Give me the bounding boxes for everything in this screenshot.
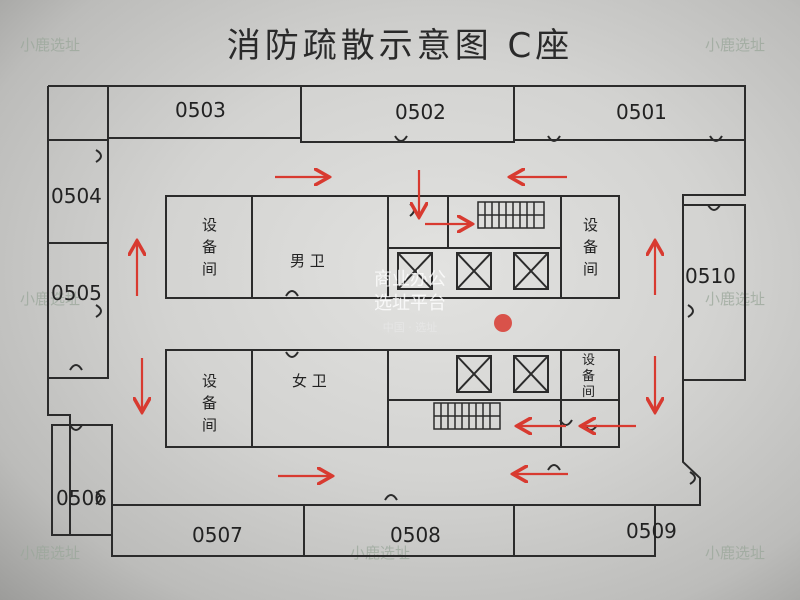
equipment-room-char: 间 (202, 416, 217, 434)
door-icon (95, 491, 102, 505)
equipment-room-char: 备 (202, 394, 217, 412)
room-label-0505: 0505 (51, 281, 102, 305)
page-title: 消防疏散示意图 C座 (226, 26, 574, 66)
watermark-top-left: 小鹿选址 (20, 36, 81, 54)
equipment-room-char: 设 (202, 372, 217, 390)
watermark-bottom-left: 小鹿选址 (20, 544, 81, 562)
door-icon (687, 304, 694, 318)
door-icon (69, 364, 83, 371)
room-label-0507: 0507 (192, 523, 243, 547)
elevator-4 (456, 355, 492, 393)
door-icon (707, 204, 721, 211)
equipment-room-char: 间 (582, 385, 595, 400)
door-icon (409, 203, 415, 217)
door-icon (69, 424, 83, 431)
watermark-mid-right: 小鹿选址 (705, 290, 766, 308)
womens-restroom-label: 女 卫 (292, 372, 327, 390)
center-watermark-line1: 商业办公 (374, 269, 446, 290)
room-label-0504: 0504 (51, 184, 102, 208)
room-0510-wall (682, 204, 746, 381)
elevator-1 (397, 252, 433, 290)
lower-core (165, 349, 620, 448)
mens-restroom-label: 男 卫 (290, 252, 325, 270)
staircase-upper-icon (477, 201, 545, 229)
equipment-room-char: 间 (202, 260, 217, 278)
elevator-2 (456, 252, 492, 290)
equipment-room-char: 设 (202, 216, 217, 234)
equipment-room-char: 备 (202, 238, 217, 256)
watermark-mid-left: 小鹿选址 (20, 290, 81, 308)
upper-core (165, 195, 620, 299)
elevator-5 (513, 355, 549, 393)
center-watermark-line2: 选址平台 (374, 293, 446, 314)
door-icon (95, 149, 102, 163)
room-label-0509: 0509 (626, 519, 677, 543)
room-label-0501: 0501 (616, 100, 667, 124)
equipment-room-char: 间 (583, 260, 598, 278)
center-watermark: 商业办公 选址平台 中国 · 选址 (310, 268, 510, 340)
equipment-room-label-upper-right: 设 备 间 (583, 216, 598, 278)
room-label-0510: 0510 (685, 264, 736, 288)
watermark-bottom-center: 小鹿选址 (350, 544, 411, 562)
equipment-room-char: 设 (583, 216, 598, 234)
equipment-room-char: 备 (582, 368, 595, 384)
door-icon (394, 135, 408, 142)
door-icon (547, 464, 561, 471)
room-0509-wall (513, 504, 656, 557)
staircase-lower-icon (433, 402, 501, 430)
equipment-room-label-lower-right: 设 备 间 (582, 353, 595, 400)
equipment-room-label-upper-left: 设 备 间 (202, 216, 217, 278)
room-label-0502: 0502 (395, 100, 446, 124)
room-label-0503: 0503 (175, 98, 226, 122)
watermark-top-right: 小鹿选址 (705, 36, 766, 54)
door-icon (547, 135, 561, 142)
room-0505-wall (47, 242, 109, 379)
elevator-3 (513, 252, 549, 290)
door-icon (384, 494, 398, 501)
center-watermark-small: 中国 · 选址 (382, 321, 438, 334)
room-0506-wall (51, 424, 113, 536)
door-icon (285, 290, 299, 297)
room-label-0506: 0506 (56, 486, 107, 510)
door-icon (285, 351, 299, 358)
door-icon (95, 304, 102, 318)
equipment-room-char: 备 (583, 238, 598, 256)
equipment-room-char: 设 (582, 353, 595, 368)
door-icon (709, 135, 723, 142)
room-label-0508: 0508 (390, 523, 441, 547)
equipment-room-label-lower-left: 设 备 间 (202, 372, 217, 434)
door-icon (689, 471, 696, 485)
watermark-bottom-right: 小鹿选址 (705, 544, 766, 562)
room-0501-wall (513, 85, 746, 141)
location-marker-icon (494, 314, 512, 332)
